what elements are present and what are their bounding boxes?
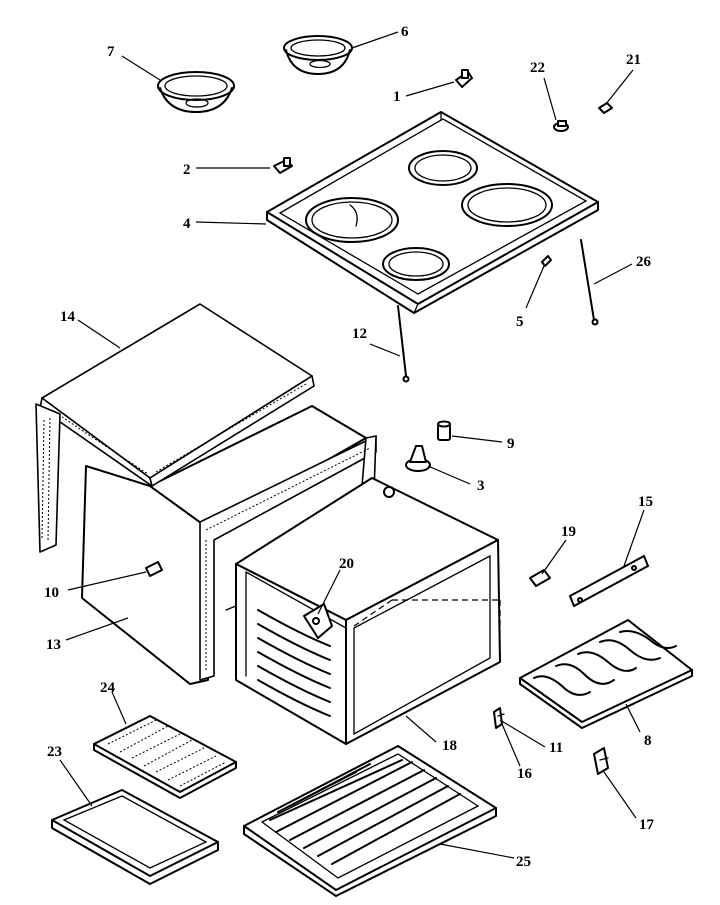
- clip-part-22: [553, 120, 569, 132]
- callout-3: 3: [477, 478, 485, 494]
- callout-23: 23: [47, 744, 62, 760]
- oven-rack: [243, 745, 497, 897]
- leader-lines: [59, 31, 645, 859]
- clip-part-19: [529, 569, 551, 587]
- cooktop: [266, 111, 599, 314]
- screw-part-5: [541, 255, 552, 267]
- pin-part-9: [437, 420, 451, 441]
- drip-bowl-small: [283, 35, 353, 75]
- callout-14: 14: [60, 309, 76, 325]
- rod-part-12: [397, 305, 410, 383]
- clip-part-10: [145, 561, 163, 577]
- clip-part-21: [598, 102, 613, 114]
- broiler-grid: [93, 715, 237, 799]
- callout-17: 17: [639, 817, 655, 833]
- clip-part-2: [273, 157, 293, 174]
- callout-labels: 1 2 3 4 5 6 7 8 9 10 11 12 13 14 15 16 1…: [44, 24, 655, 870]
- callout-2: 2: [183, 162, 191, 178]
- bracket-part-15: [569, 555, 649, 607]
- broil-element: [519, 619, 693, 729]
- oven-liner: [225, 477, 501, 745]
- callout-6: 6: [401, 24, 409, 40]
- callout-15: 15: [638, 494, 653, 510]
- callout-22: 22: [530, 60, 545, 76]
- callout-5: 5: [516, 314, 524, 330]
- callout-16: 16: [517, 766, 533, 782]
- callout-24: 24: [100, 680, 116, 696]
- rod-part-26: [580, 239, 599, 326]
- callout-10: 10: [44, 585, 59, 601]
- callout-13: 13: [46, 637, 61, 653]
- callout-19: 19: [561, 524, 576, 540]
- callout-25: 25: [516, 854, 531, 870]
- callout-11: 11: [549, 740, 563, 756]
- oven-body-outer: [81, 405, 367, 685]
- callout-9: 9: [507, 436, 515, 452]
- callout-26: 26: [636, 254, 652, 270]
- callout-8: 8: [644, 733, 652, 749]
- callout-1: 1: [393, 89, 401, 105]
- callout-18: 18: [442, 738, 457, 754]
- vent-part-3: [405, 445, 431, 472]
- clip-part-1: [455, 69, 473, 88]
- callout-21: 21: [626, 52, 641, 68]
- callout-7: 7: [107, 44, 115, 60]
- callout-4: 4: [183, 216, 191, 232]
- callout-20: 20: [339, 556, 354, 572]
- broiler-pan: [51, 789, 219, 885]
- callout-12: 12: [352, 326, 367, 342]
- drip-bowl-large: [157, 71, 235, 113]
- hinge-part-17: [593, 747, 609, 775]
